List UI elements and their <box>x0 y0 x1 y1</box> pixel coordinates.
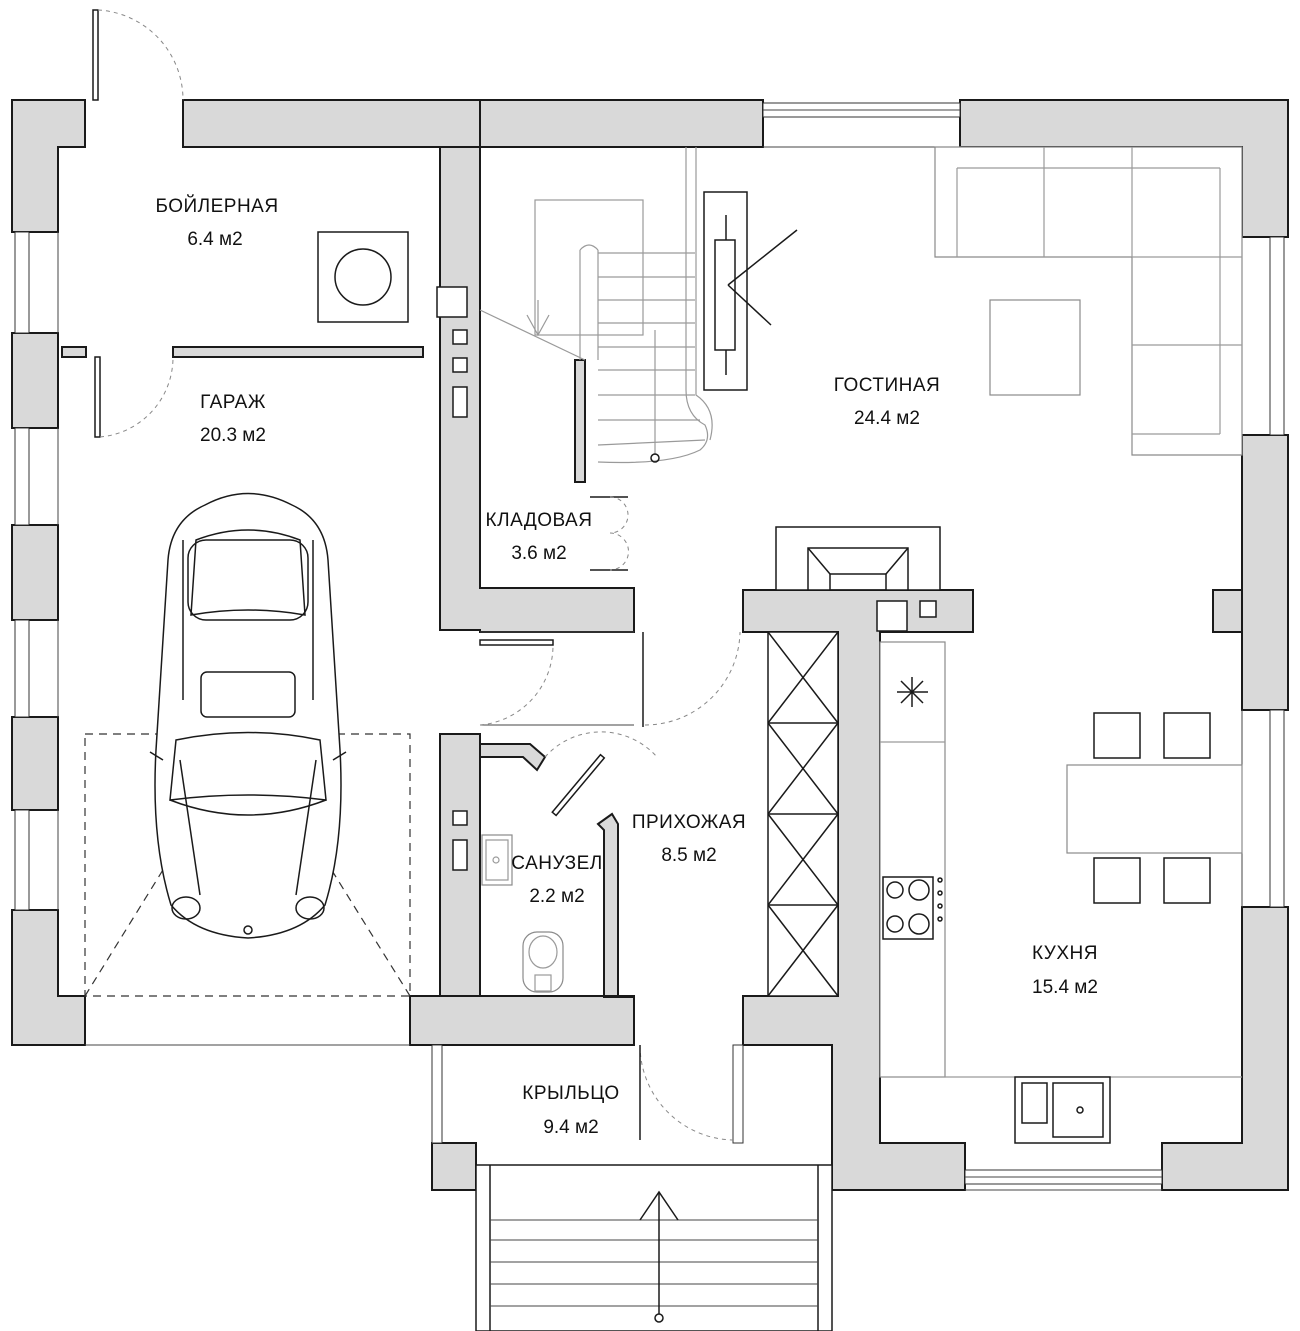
room-area-bathroom: 2.2 м2 <box>529 886 584 907</box>
room-labels: БОЙЛЕРНАЯ 6.4 м2 ГАРАЖ 20.3 м2 КЛАДОВАЯ … <box>155 195 1098 1138</box>
room-name-bathroom: САНУЗЕЛ <box>511 853 602 874</box>
room-name-boiler: БОЙЛЕРНАЯ <box>155 195 278 217</box>
doors <box>85 9 741 1141</box>
room-area-living: 24.4 м2 <box>854 408 920 429</box>
kitchen-furniture <box>879 641 1243 1144</box>
bathroom-fixtures <box>481 834 564 993</box>
boiler-unit <box>317 231 409 323</box>
room-name-porch: КРЫЛЬЦО <box>522 1083 619 1104</box>
room-name-hall: ПРИХОЖАЯ <box>632 812 746 833</box>
room-area-pantry: 3.6 м2 <box>511 543 566 564</box>
room-name-pantry: КЛАДОВАЯ <box>486 510 593 531</box>
sofa <box>934 146 1243 456</box>
shafts <box>436 286 937 871</box>
room-area-boiler: 6.4 м2 <box>187 229 242 250</box>
tv-unit <box>703 191 798 391</box>
staircase <box>479 147 713 464</box>
fireplace <box>775 526 941 591</box>
room-area-porch: 9.4 м2 <box>543 1117 598 1138</box>
wardrobe <box>767 631 839 997</box>
porch-steps <box>475 1164 833 1331</box>
room-name-living: ГОСТИНАЯ <box>834 375 940 396</box>
room-name-kitchen: КУХНЯ <box>1032 943 1098 964</box>
coffee-table <box>989 299 1081 396</box>
room-area-kitchen: 15.4 м2 <box>1032 977 1098 998</box>
room-area-garage: 20.3 м2 <box>200 425 266 446</box>
windows <box>14 102 1285 1185</box>
room-name-garage: ГАРАЖ <box>200 392 266 413</box>
room-area-hall: 8.5 м2 <box>661 845 716 866</box>
car-icon <box>149 492 347 939</box>
